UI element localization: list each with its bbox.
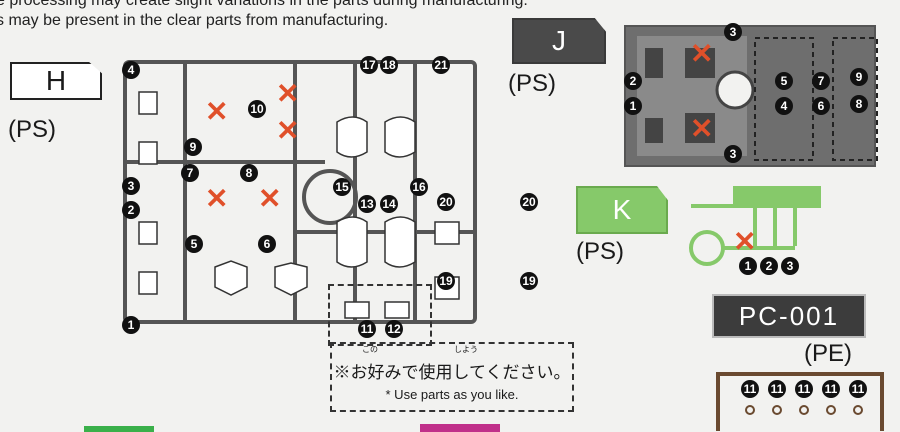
part-number: 1 [122,316,140,334]
part-number: 11 [741,380,759,398]
part-number: 7 [181,164,199,182]
part-number: 20 [437,193,455,211]
part-number: 7 [812,72,830,90]
part-number: 3 [122,177,140,195]
part-number: 3 [724,145,742,163]
part-number: 14 [380,195,398,213]
optional-use-note: ※お好みで使用してください。 * Use parts as you like. [330,342,574,412]
runner-j-tag: J [512,18,606,64]
part-number: 13 [358,195,376,213]
part-number: 2 [760,257,778,275]
runner-pc-tag: PC-001 [712,294,866,338]
part-number: 8 [240,164,258,182]
part-number: 9 [850,68,868,86]
part-number: 5 [185,235,203,253]
part-number: 1 [624,97,642,115]
note-ruby-kono: この [362,345,378,354]
runner-j-material: (PS) [508,70,556,97]
runner-k-tag: K [576,186,668,234]
part-number: 3 [781,257,799,275]
part-number: 1 [739,257,757,275]
part-number: 11 [822,380,840,398]
part-number: 11 [358,320,376,338]
part-number: 19 [520,272,538,290]
part-number: 12 [385,320,403,338]
instruction-line-2: s may be present in the clear parts from… [0,12,389,29]
runner-pc-frame [716,372,884,431]
unused-x-mark: ✕ [690,38,714,69]
runner-h-tag: H [10,62,102,100]
optional-parts-group [328,284,432,346]
note-english: * Use parts as you like. [385,387,519,402]
part-number: 11 [768,380,786,398]
part-number: 18 [380,56,398,74]
part-number: 21 [432,56,450,74]
bottom-color-strip-magenta [420,424,500,432]
part-number: 11 [849,380,867,398]
note-ruby-shiyou: しよう [454,345,478,354]
unused-x-mark: ✕ [276,78,300,109]
unused-x-mark: ✕ [690,113,714,144]
unused-x-mark: ✕ [205,183,229,214]
part-number: 11 [795,380,813,398]
part-number: 8 [850,95,868,113]
part-number: 3 [724,23,742,41]
runner-k-frame [689,186,821,266]
part-number: 20 [520,193,538,211]
runner-pc-material: (PE) [804,340,852,367]
part-number: 2 [624,72,642,90]
runner-k-material: (PS) [576,238,624,265]
unused-x-mark: ✕ [276,115,300,146]
part-number: 9 [184,138,202,156]
bottom-color-strip-green [84,426,154,432]
part-number: 19 [437,272,455,290]
part-number: 4 [775,97,793,115]
part-number: 2 [122,201,140,219]
part-number: 15 [333,178,351,196]
part-number: 6 [812,97,830,115]
note-japanese: ※お好みで使用してください。 [333,363,571,382]
unused-x-mark: ✕ [733,226,757,257]
part-number: 5 [775,72,793,90]
instruction-line-1: e processing may create slight variation… [0,0,528,9]
runner-h-material: (PS) [8,116,56,143]
part-number: 4 [122,61,140,79]
part-number: 6 [258,235,276,253]
part-number: 10 [248,100,266,118]
unused-x-mark: ✕ [205,96,229,127]
part-number: 16 [410,178,428,196]
runner-j-frame [624,25,878,167]
part-number: 17 [360,56,378,74]
unused-x-mark: ✕ [258,183,282,214]
